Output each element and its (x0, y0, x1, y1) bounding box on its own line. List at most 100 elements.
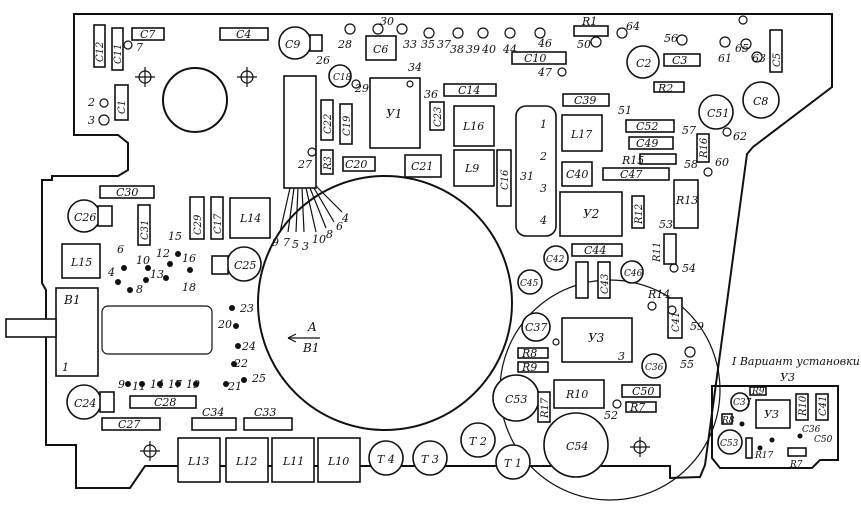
pin-62: 62 (733, 130, 747, 143)
cap-c45 (517, 269, 543, 295)
res-r17 (537, 391, 551, 423)
label-c43: C43 (600, 274, 611, 294)
label-c2: C2 (636, 57, 651, 70)
label-c41: C41 (671, 312, 682, 332)
pin-36: 36 (424, 88, 438, 101)
label-c31: C31 (140, 220, 151, 240)
label-c37: C37 (525, 321, 547, 334)
wire-bundle (279, 185, 343, 233)
variant-r17 (745, 437, 753, 459)
label-c3: C3 (672, 54, 687, 67)
label-c24: C24 (74, 397, 96, 410)
module-31 (515, 105, 557, 237)
res-r16 (696, 133, 710, 163)
label-c19: C19 (342, 115, 353, 136)
label-r9: R9 (521, 361, 537, 374)
arrow-sub: В1 (302, 341, 319, 355)
pad (684, 346, 696, 358)
cap-c18 (328, 64, 352, 88)
pin-20: 20 (217, 318, 232, 331)
cap-c16 (496, 149, 512, 207)
cap-c12 (93, 24, 106, 68)
cap-c44 (571, 243, 623, 257)
cap-c38 (575, 261, 589, 299)
pin-33: 33 (403, 38, 417, 51)
label-c27: C27 (118, 418, 140, 431)
switch-b1-shaft (5, 318, 57, 338)
wire-4: 4 (341, 212, 349, 225)
cap-c29 (189, 196, 205, 240)
wire-6: 6 (336, 220, 343, 233)
label-l9: L9 (464, 162, 479, 175)
pin-34: 34 (408, 61, 422, 74)
cap-c5 (769, 29, 783, 73)
coil-l16 (453, 105, 495, 147)
label-c46: C46 (624, 269, 643, 279)
pin-46: 46 (537, 37, 552, 50)
label-c36: C36 (645, 363, 664, 373)
cap-c31 (137, 204, 151, 246)
cap-c24-lead (99, 391, 115, 413)
res-r13 (673, 179, 699, 229)
cap-c37 (521, 312, 551, 342)
label-c25: C25 (234, 259, 256, 272)
label-c23: C23 (433, 107, 444, 127)
pin-60: 60 (715, 156, 729, 169)
coil-l15 (61, 243, 101, 279)
pin-19: 19 (186, 378, 200, 391)
cap-c52 (625, 119, 675, 133)
pin-54: 54 (682, 262, 696, 275)
pin-35: 35 (421, 38, 435, 51)
label-c9: C9 (285, 38, 300, 51)
cap-c20 (342, 156, 376, 172)
pin-7: 7 (136, 41, 143, 54)
pin-58: 58 (684, 158, 698, 171)
pin-22: 22 (233, 357, 248, 370)
variant-pads (739, 421, 803, 451)
variant-chip: У3 (780, 371, 795, 384)
label-c54: C54 (566, 440, 588, 453)
label-c49: C49 (636, 137, 658, 150)
label-c53: C53 (505, 393, 527, 406)
label-c40: C40 (566, 168, 588, 181)
variant-label-c36: C36 (802, 425, 821, 435)
cap-c11 (111, 27, 124, 71)
label-y3: У3 (588, 331, 605, 345)
variant-label-r7: R7 (789, 460, 803, 470)
transistor-t4 (368, 440, 404, 476)
arrow-letter: A (307, 320, 317, 334)
cap-c33 (243, 417, 293, 431)
label-c21: C21 (411, 160, 433, 173)
mount-hole (140, 441, 160, 461)
pin-61: 61 (718, 52, 732, 65)
label-l15: L15 (70, 256, 92, 269)
label-c22: C22 (323, 114, 334, 134)
label-r11: R11 (652, 242, 663, 263)
pin-47: 47 (537, 66, 552, 79)
mount-hole (630, 437, 650, 457)
mount-hole (237, 67, 257, 87)
variant-r10 (795, 393, 809, 421)
pin-59: 59 (690, 320, 704, 333)
cap-c49 (628, 136, 674, 150)
pad (98, 114, 110, 126)
label-c14: C14 (458, 84, 480, 97)
pad (703, 167, 713, 177)
pin-12: 12 (156, 247, 170, 260)
label-r15: R15 (621, 154, 644, 167)
switch-b1-body (55, 287, 99, 377)
label-t3: T 3 (421, 453, 439, 466)
pin-29: 29 (354, 82, 369, 95)
pin-63: 63 (752, 52, 766, 65)
pin-37: 37 (437, 38, 451, 51)
res-r15 (639, 153, 677, 165)
pin-10: 10 (136, 254, 150, 267)
wire-8: 8 (326, 228, 333, 241)
label-r14: R14 (647, 288, 670, 301)
variant-outline (711, 385, 839, 469)
label-c26: C26 (74, 211, 96, 224)
pin-dots (115, 251, 247, 387)
label-t1: T 1 (504, 457, 522, 470)
label-r2: R2 (657, 82, 673, 95)
